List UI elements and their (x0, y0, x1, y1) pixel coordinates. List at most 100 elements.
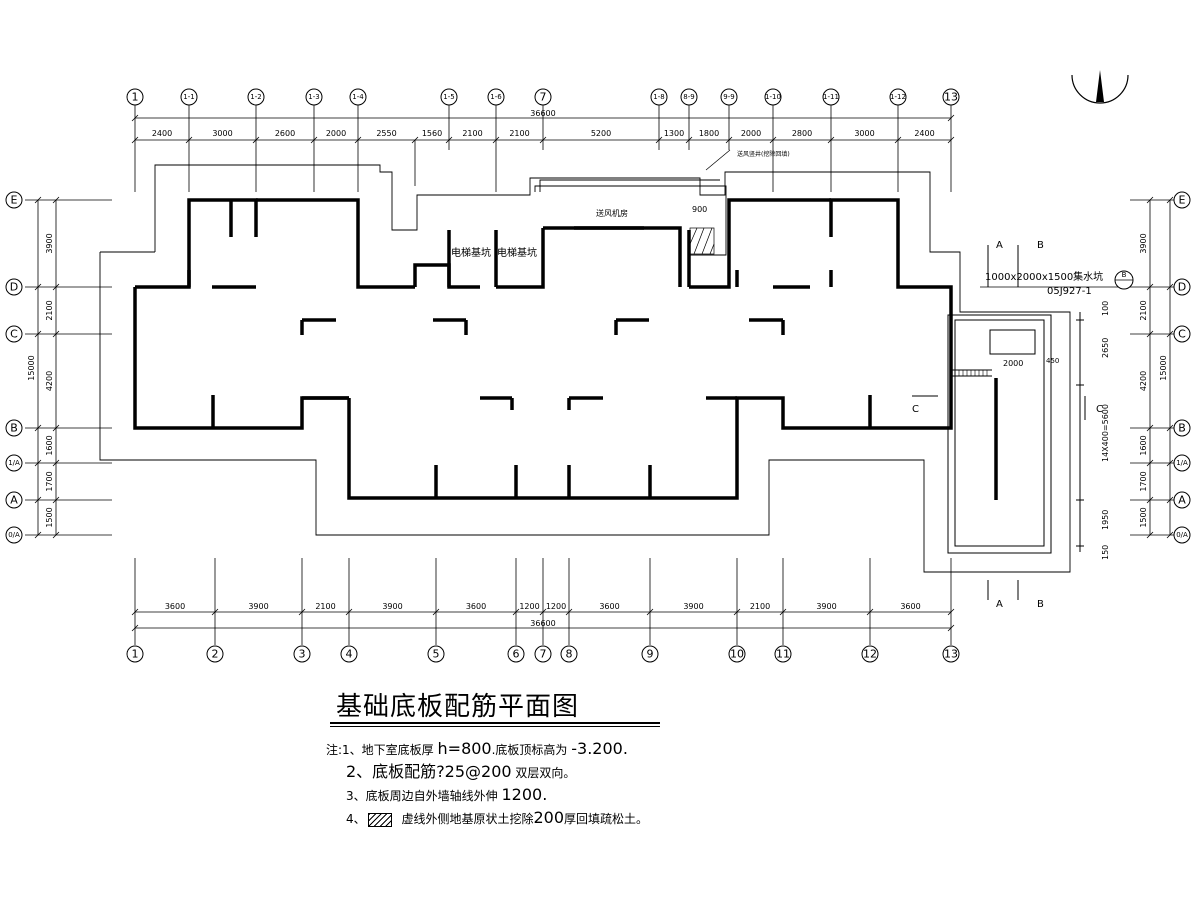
pit-dim-1950: 1950 (1101, 510, 1110, 530)
notes-block: 注:1、地下室底板厚 h=800.底板顶标高为 -3.200. 2、底板配筋?2… (326, 738, 648, 830)
axis-bubble-side: C (1173, 325, 1191, 343)
bottom-dim-value: 2100 (750, 602, 770, 611)
axis-bubble-side-label: E (1179, 194, 1186, 207)
axis-bubble-side-label: B (10, 422, 18, 435)
bottom-dim-value: 3900 (382, 602, 402, 611)
axis-bubble-top: 1-1 (180, 88, 198, 106)
axis-bubble-side: A (5, 491, 23, 509)
note-3: 3、底板周边自外墙轴线外伸 1200. (326, 784, 648, 807)
axis-bubble-bottom: 5 (427, 645, 445, 663)
shaft-note-label: 送风竖井(挖除回填) (737, 150, 790, 158)
axis-bubble-side-label: 1/A (1176, 459, 1188, 467)
axis-bubble-top-label: 1-1 (183, 93, 194, 101)
section-b-top: B (1037, 240, 1044, 251)
axis-bubble-side: D (5, 278, 23, 296)
section-a-bottom: A (996, 599, 1003, 610)
bottom-dim-value: 3600 (466, 602, 486, 611)
axis-bubble-bottom: 3 (293, 645, 311, 663)
sump-label: 1000x2000x1500集水坑 (985, 270, 1103, 283)
axis-bubble-side-label: D (1178, 281, 1186, 294)
axis-bubble-top: 9-9 (720, 88, 738, 106)
axis-bubble-top: 1-11 (822, 88, 840, 106)
note-2-text-b: 双层双向。 (515, 766, 576, 780)
right-total-dim: 15000 (1159, 355, 1168, 380)
axis-bubble-top-label: 1-6 (490, 93, 502, 101)
axis-bubble-top: 13 (942, 88, 960, 106)
bottom-dim-value: 3600 (900, 602, 920, 611)
axis-bubble-top-label: 9-9 (723, 93, 734, 101)
axis-bubble-top-label: 1-4 (352, 93, 364, 101)
axis-bubble-bottom-label: 10 (730, 648, 744, 661)
axis-bubble-side-label: A (10, 494, 18, 507)
note-4-value: 200 (533, 808, 565, 827)
axis-bubble-top: 1-12 (889, 88, 907, 106)
axis-bubble-top-label: 1-8 (653, 93, 664, 101)
axis-bubble-bottom-label: 3 (299, 648, 306, 661)
axis-bubble-side: E (1173, 191, 1191, 209)
axis-bubble-top-label: 1-5 (443, 93, 454, 101)
left-dim-value: 4200 (45, 371, 54, 391)
left-total-dim: 15000 (27, 355, 36, 380)
axis-bubble-bottom-label: 1 (132, 648, 139, 661)
axis-bubble-bottom: 4 (340, 645, 358, 663)
bottom-dim-value: 2100 (315, 602, 335, 611)
axis-bubble-bottom: 8 (560, 645, 578, 663)
note-4-text-b: 厚回填疏松土。 (564, 812, 649, 826)
fan-room-label: 送风机房 (596, 208, 628, 218)
axis-bubble-top: 1-10 (764, 88, 782, 106)
axis-bubble-top: 1-3 (305, 88, 323, 106)
top-dim-value: 1300 (664, 129, 684, 138)
dim-2000-label: 2000 (1003, 359, 1023, 368)
grid-lines (25, 199, 1178, 536)
axis-bubble-top: 1-6 (487, 88, 505, 106)
top-dim-value: 2800 (792, 129, 812, 138)
elevator-pit-label-1: 电梯基坑 (451, 246, 491, 259)
left-dim-value: 3900 (45, 233, 54, 253)
axis-bubble-bottom-label: 11 (776, 648, 790, 661)
notes-prefix: 注: (326, 743, 343, 757)
axis-bubble-bottom: 6 (507, 645, 525, 663)
note-2-value: ?25@200 (436, 762, 512, 781)
right-dim-value: 1700 (1139, 471, 1148, 491)
axis-bubble-bottom-label: 4 (346, 648, 353, 661)
note-1-text: 1、地下室底板厚 (342, 743, 434, 757)
pit-dim-5600: 14X400=5600 (1101, 404, 1110, 462)
axis-bubble-side-label: A (1178, 494, 1186, 507)
axis-bubble-top: 8-9 (680, 88, 698, 106)
right-dim-value: 1500 (1139, 507, 1148, 527)
axis-bubble-top-label: 1-10 (765, 93, 781, 101)
right-dim-value: 2100 (1139, 300, 1148, 320)
axis-bubble-bottom: 13 (942, 645, 960, 663)
section-b-bottom: B (1037, 599, 1044, 610)
detail-ref-letter: B (1122, 271, 1127, 279)
left-dim-value: 1500 (45, 507, 54, 527)
top-axis-extensions (134, 105, 952, 192)
note-1-text-b: .底板顶标高为 (491, 743, 568, 757)
axis-bubble-top-label: 1-12 (890, 93, 906, 101)
left-dim-value: 1600 (45, 435, 54, 455)
axis-bubble-side: 1/A (5, 454, 23, 472)
axis-bubble-top-label: 13 (944, 91, 958, 104)
axis-bubble-side: D (1173, 278, 1191, 296)
top-dim-value: 5200 (591, 129, 611, 138)
top-dim-value: 2100 (509, 129, 529, 138)
hatched-shaft (689, 149, 731, 255)
axis-bubble-side: C (5, 325, 23, 343)
axis-bubble-bottom: 2 (206, 645, 224, 663)
axis-bubble-bottom: 11 (774, 645, 792, 663)
pit-dim-100: 100 (1101, 301, 1110, 316)
drawing-title: 基础底板配筋平面图 (336, 692, 580, 722)
left-dim-value: 1700 (45, 471, 54, 491)
top-dim-value: 2000 (326, 129, 346, 138)
axis-bubble-side: B (1173, 419, 1191, 437)
right-dimensions (1149, 200, 1171, 535)
axis-bubble-side: B (5, 419, 23, 437)
hatch-legend-icon (367, 812, 392, 827)
detail-ref-bubble: B (1114, 270, 1134, 290)
right-dim-value: 3900 (1139, 233, 1148, 253)
bottom-dim-value: 3900 (683, 602, 703, 611)
note-3-value: 1200. (501, 785, 548, 804)
note-3-text: 3、底板周边自外墙轴线外伸 (346, 789, 498, 803)
note-1: 注:1、地下室底板厚 h=800.底板顶标高为 -3.200. (326, 738, 648, 761)
bottom-dim-value: 1200 (519, 602, 539, 611)
